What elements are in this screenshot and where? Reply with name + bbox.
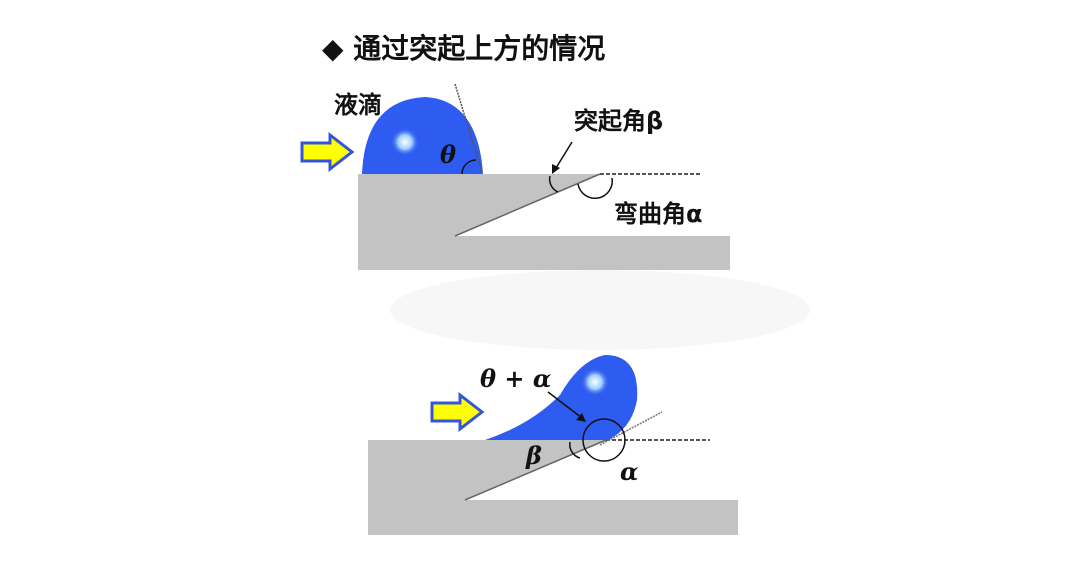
droplet-highlight: [581, 368, 609, 396]
bend-angle-label: 弯曲角α: [614, 200, 703, 228]
theta-plus-alpha-label: θ + α: [480, 364, 551, 393]
diagram-title: ◆ 通过突起上方的情况: [322, 32, 605, 65]
bent-plate-top: [358, 174, 730, 270]
bottom-scene: θ + α β α: [368, 355, 738, 535]
theta-label: θ: [440, 140, 456, 169]
background-shadow: [390, 270, 810, 350]
bent-plate-bottom: [368, 440, 738, 535]
angle-arc: [582, 418, 626, 462]
arrow-right-icon: [300, 131, 355, 173]
protrusion-angle-label: 突起角β: [574, 107, 663, 135]
alpha-label: α: [620, 457, 638, 486]
droplet-label: 液滴: [334, 91, 382, 119]
droplet-top: [362, 97, 483, 174]
top-scene: θ 液滴 突起角β 弯曲角α: [300, 83, 730, 270]
beta-label: β: [525, 441, 542, 470]
tangent-line: [454, 83, 483, 173]
arrow-right-icon: [430, 391, 485, 433]
droplet-highlight: [391, 128, 419, 156]
